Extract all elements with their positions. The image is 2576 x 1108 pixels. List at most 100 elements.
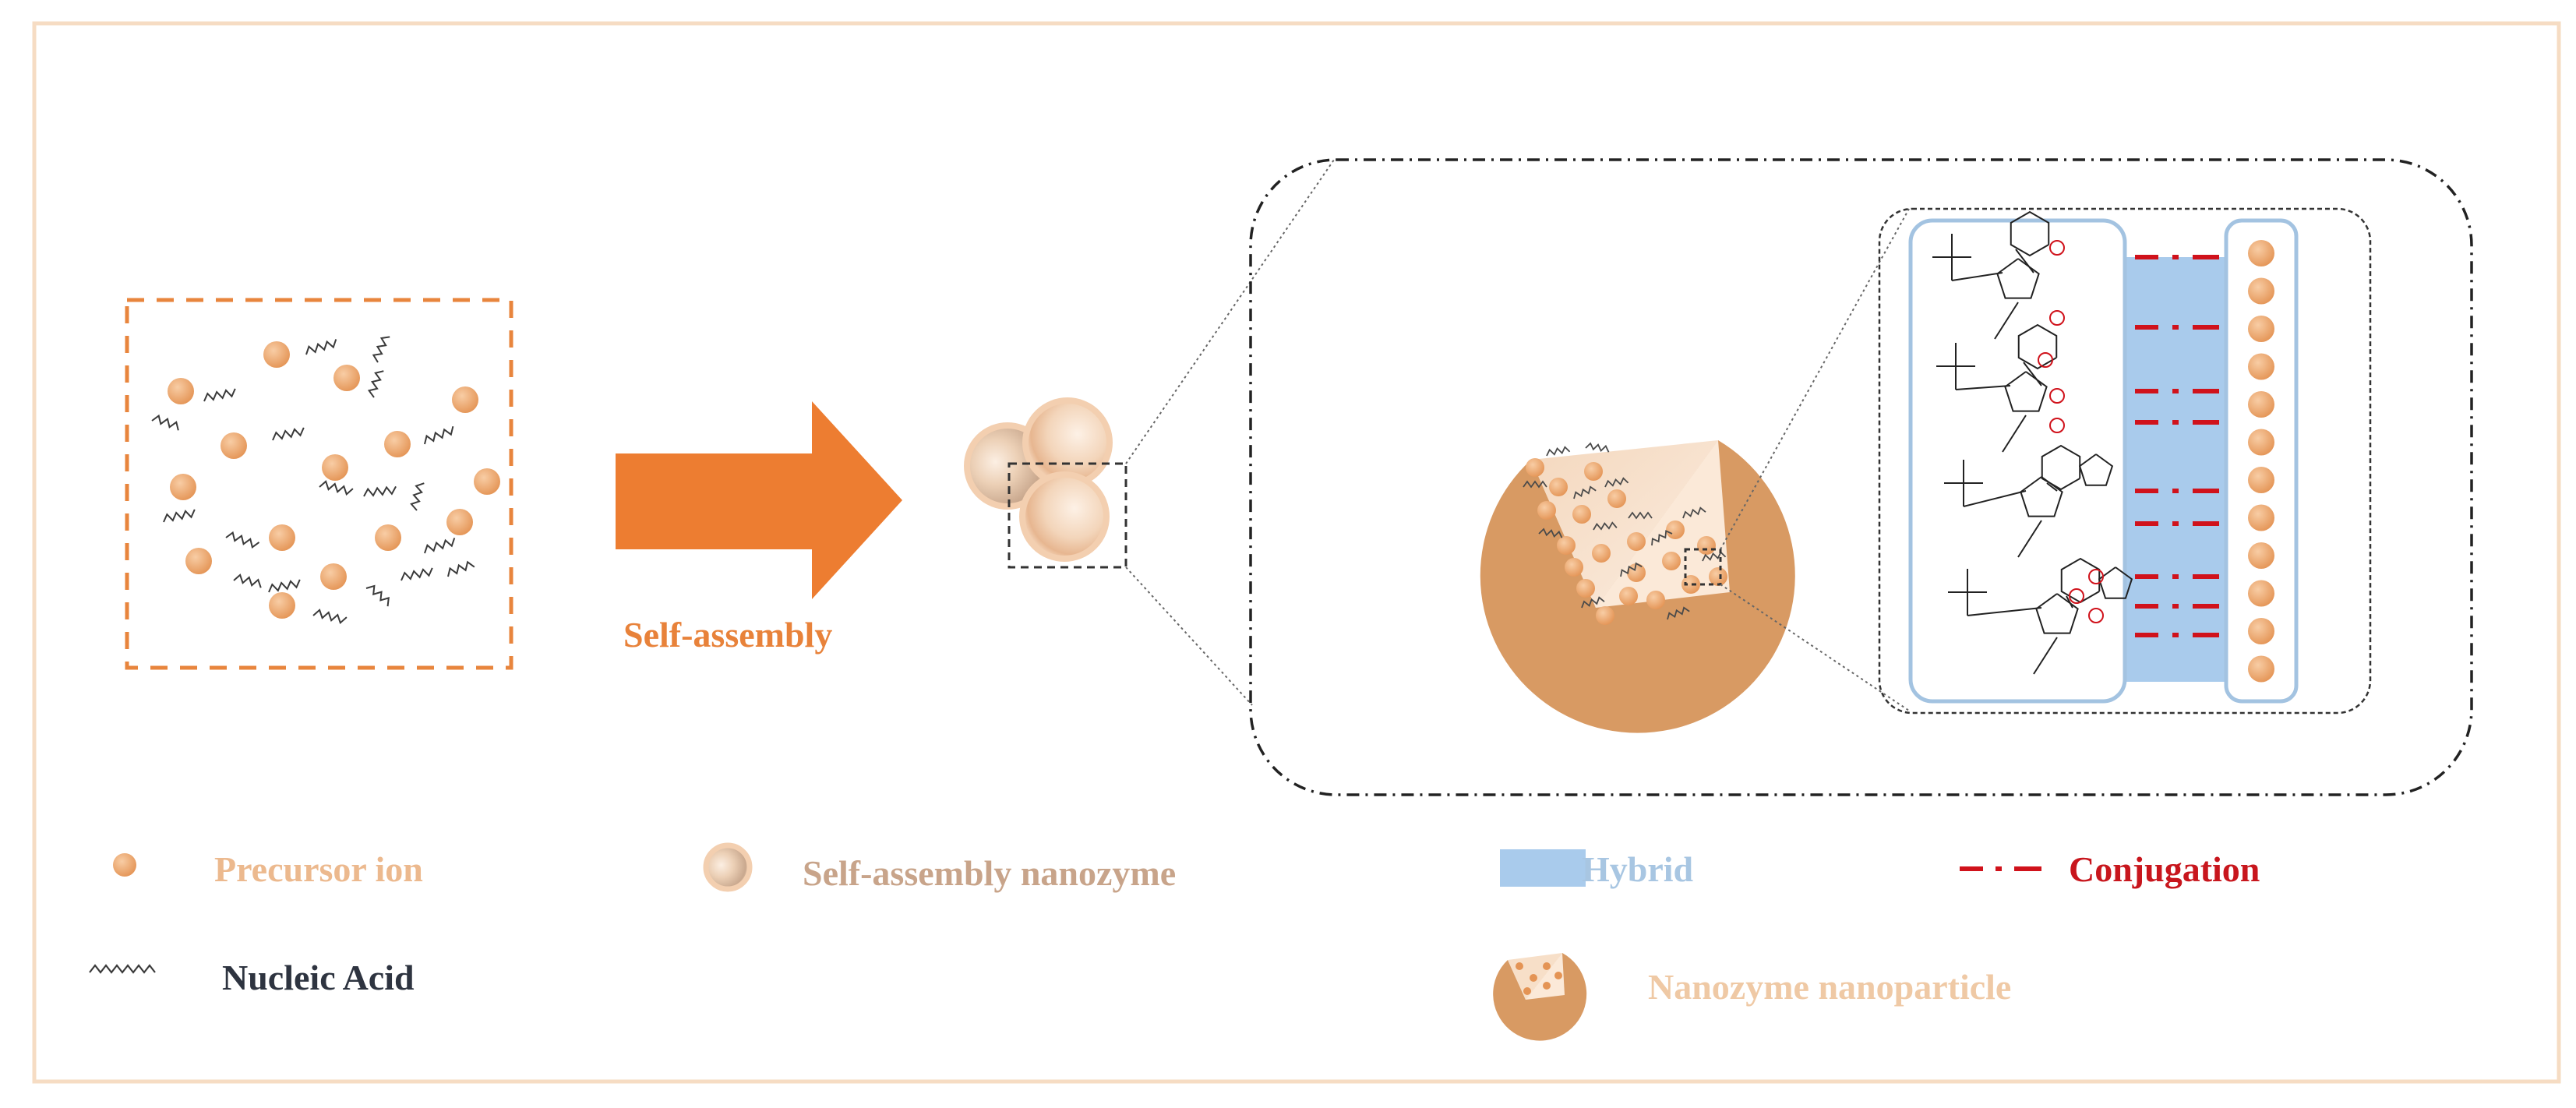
legend-precursor-icon <box>113 853 136 877</box>
cluster-particle-bottom <box>1019 471 1110 562</box>
precursor-ion <box>269 524 295 551</box>
nucleic-strand <box>151 414 179 431</box>
sugar-linker <box>1955 385 2011 390</box>
sugar-linker <box>1963 490 2027 507</box>
zoom-line-bottom <box>1125 566 1253 706</box>
bond-site <box>2038 352 2053 368</box>
column-ion <box>2248 467 2274 493</box>
nucleic-strand <box>163 509 196 523</box>
legend-np-dot <box>1516 962 1523 970</box>
embedded-strand <box>1682 506 1706 519</box>
wedge-lower <box>1596 440 1730 608</box>
nucleic-strand <box>203 388 236 402</box>
precursor-ion <box>269 592 295 619</box>
base-ring <box>2041 444 2081 491</box>
bond-site <box>2088 569 2104 584</box>
backbone-link <box>1994 302 2019 340</box>
embedded-ion <box>1709 567 1727 586</box>
self-assembly-arrow <box>616 401 902 599</box>
dna-strand-box <box>1908 218 2127 704</box>
legend-precursor-label: Precursor ion <box>214 849 423 889</box>
nucleic-strand <box>447 560 475 577</box>
nucleic-strand <box>363 485 397 497</box>
embedded-ion <box>1576 579 1595 598</box>
mixture-ions <box>168 341 500 619</box>
molecular-detail <box>1878 207 2372 715</box>
column-ion <box>2248 277 2274 305</box>
sugar-linker <box>1967 607 2042 616</box>
embedded-strand <box>1620 562 1643 577</box>
cluster-zoom-box <box>1007 462 1127 569</box>
legend-nanoparticle-label: Nanozyme nanoparticle <box>1648 967 2012 1007</box>
embedded-ion <box>1681 575 1700 594</box>
precursor-ion <box>452 386 478 413</box>
embedded-ion <box>1526 458 1544 477</box>
embedded-strand <box>1546 446 1571 457</box>
precursor-ion <box>263 341 290 368</box>
sugar-ring <box>1996 258 2040 299</box>
column-ion <box>2248 316 2274 342</box>
nucleic-strand <box>319 480 354 496</box>
nucleic-strand <box>365 584 390 607</box>
nucleic-strand <box>424 425 454 445</box>
mixture-dashed-box <box>125 298 513 670</box>
sugar-ring <box>2004 371 2048 412</box>
embedded-strand <box>1523 480 1547 489</box>
embedded-strand <box>1667 606 1690 620</box>
glycosidic-bond <box>2046 482 2058 492</box>
nucleic-strand <box>268 579 301 593</box>
embedded-strand <box>1581 596 1605 609</box>
precursor-ion <box>320 563 347 590</box>
legend-nucleic-label: Nucleic Acid <box>222 958 415 997</box>
embedded-ion <box>1596 606 1614 625</box>
nucleic-strand <box>233 573 262 588</box>
bond-site <box>2049 388 2065 404</box>
column-ion <box>2248 391 2274 418</box>
embedded-strand <box>1573 485 1597 499</box>
embedded-ion <box>1537 501 1556 520</box>
precursor-ion <box>221 432 247 459</box>
nucleic-strand <box>272 427 305 441</box>
column-ion <box>2248 429 2274 456</box>
mixture-nucleic-strands <box>151 336 475 625</box>
backbone-link <box>2033 637 2058 675</box>
precursor-ion <box>446 509 473 535</box>
sugar-ring <box>2035 593 2079 634</box>
sugar-linker <box>1951 272 2003 281</box>
column-ion <box>2248 240 2274 266</box>
detail-outer-box <box>1878 207 2372 715</box>
self-assembly-label: Self-assembly <box>623 615 833 655</box>
column-ion <box>2248 542 2274 569</box>
ion-column <box>2248 240 2274 683</box>
bond-site <box>2049 418 2065 433</box>
nucleic-strand <box>305 339 337 355</box>
embedded-ion <box>1607 489 1626 508</box>
nucleic-strand <box>401 567 433 581</box>
base-ring <box>2017 323 2058 370</box>
legend-nanoparticle-icon <box>1493 953 1587 1041</box>
bond-site <box>2049 240 2065 256</box>
legend-hybrid-label: Hybrid <box>1582 849 1694 889</box>
column-ion <box>2248 655 2274 683</box>
backbone-link <box>2017 520 2042 558</box>
nanoparticle-cutaway <box>1480 440 1795 733</box>
embedded-ion <box>1662 552 1681 570</box>
base-ring-fused <box>2078 453 2114 486</box>
precursor-ion <box>333 365 360 391</box>
precursor-ion <box>375 524 401 551</box>
legend <box>89 842 2041 1041</box>
wedge-contents <box>1523 442 1727 625</box>
embedded-ion <box>1572 505 1591 524</box>
column-ion <box>2248 504 2274 531</box>
embedded-ion <box>1666 520 1685 539</box>
legend-np-dot <box>1523 987 1531 995</box>
legend-np-dot <box>1543 962 1551 970</box>
backbone-link <box>2002 415 2027 453</box>
embedded-ion <box>1697 536 1716 555</box>
conjugation-marks <box>2135 255 2219 637</box>
embedded-ion <box>1627 563 1646 582</box>
legend-nucleic-icon <box>89 964 156 974</box>
nanoparticle-zoom-box <box>1684 548 1722 586</box>
embedded-strand <box>1651 530 1673 546</box>
